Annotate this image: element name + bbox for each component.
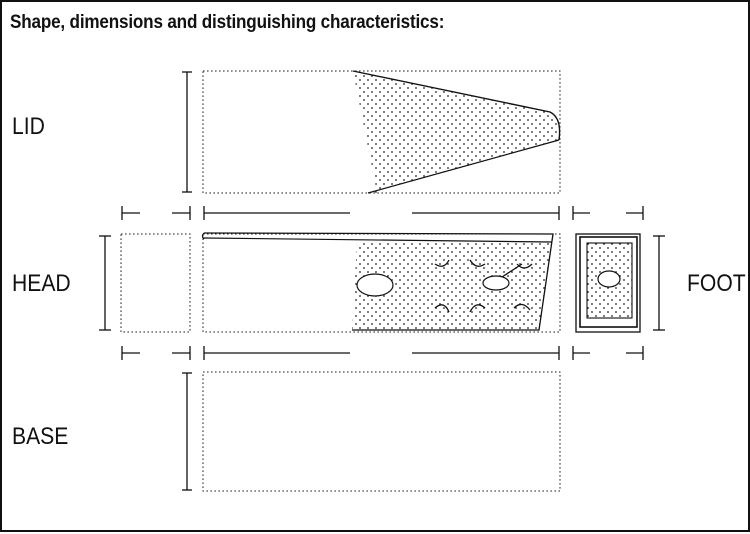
- lid-outline-box: [202, 70, 561, 194]
- base-view-label: BASE: [12, 423, 69, 450]
- head-end-outline-box: [120, 233, 191, 333]
- head-outline-box: [202, 233, 561, 333]
- form-title: Shape, dimensions and distinguishing cha…: [10, 12, 445, 33]
- fixing-hole-left: [356, 273, 394, 297]
- dimension-markers: [99, 71, 665, 491]
- head-view-label: HEAD: [12, 270, 71, 297]
- foot-end-fragment-drawing: [575, 233, 641, 333]
- foot-view-label: FOOT: [687, 270, 746, 297]
- base-outline-box: [202, 371, 561, 492]
- fixing-hole-right: [482, 275, 510, 291]
- foot-fixing-hole: [597, 270, 621, 288]
- lid-fragment-drawing: [352, 70, 561, 194]
- lid-view-label: LID: [12, 113, 45, 140]
- head-side-fragment-drawing: [201, 232, 554, 331]
